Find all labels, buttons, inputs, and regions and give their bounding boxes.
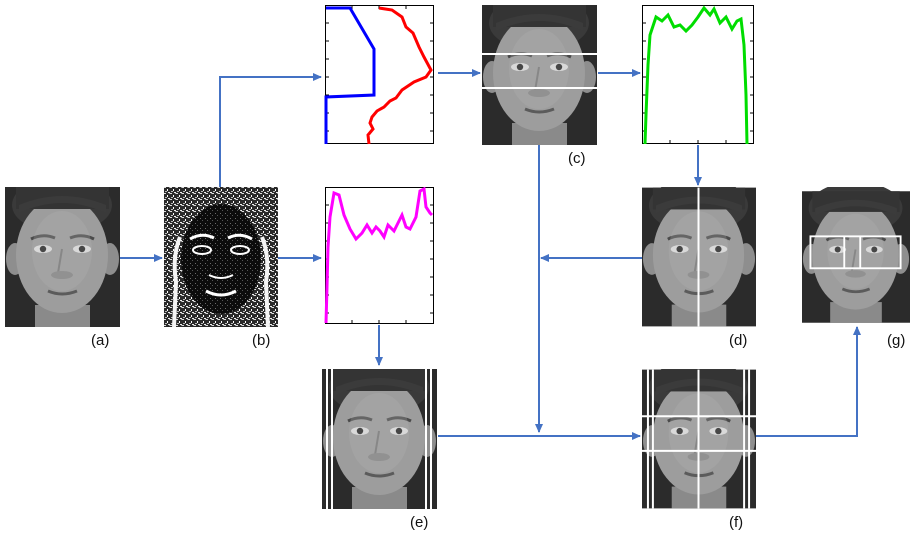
label-e: (e) bbox=[410, 514, 429, 531]
edge-projection-curve bbox=[366, 6, 433, 145]
label-f: (f) bbox=[729, 514, 744, 531]
arrow-b-to-hproj bbox=[219, 73, 322, 188]
eye-band-projection-curve bbox=[643, 5, 749, 145]
face-image-g bbox=[802, 187, 910, 327]
vertical-projection-plot bbox=[322, 187, 437, 327]
label-c: (c) bbox=[568, 150, 586, 167]
gray-projection-curve bbox=[324, 6, 376, 144]
label-d: (d) bbox=[729, 332, 748, 349]
label-g: (g) bbox=[887, 332, 906, 349]
vertical-edge-projection-curve bbox=[324, 187, 434, 324]
face-image-f bbox=[642, 369, 756, 509]
label-a: (a) bbox=[91, 332, 110, 349]
arrow-f-to-g bbox=[756, 326, 861, 437]
horizontal-projection-plot bbox=[322, 5, 437, 145]
face-image-d bbox=[642, 187, 756, 327]
face-image-e bbox=[322, 369, 437, 509]
face-image-c bbox=[482, 5, 597, 145]
eye-band-vertical-projection-plot bbox=[642, 5, 756, 145]
face-image-a bbox=[5, 187, 120, 327]
label-b: (b) bbox=[252, 332, 271, 349]
edge-map-image-b bbox=[164, 187, 278, 327]
